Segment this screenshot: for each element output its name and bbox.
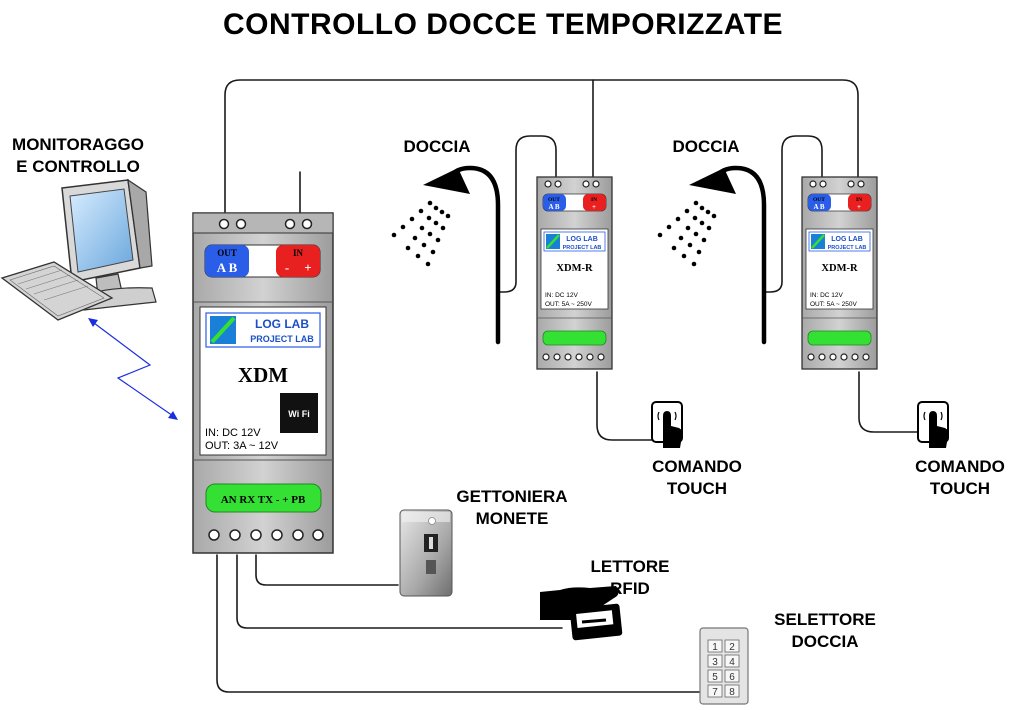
module-1-in: IN — [591, 197, 597, 203]
keypad-key-label: 6 — [729, 672, 735, 683]
monitor-label-line1: MONITORAGGO — [12, 135, 144, 154]
selector-label-line1: SELETTORE — [774, 610, 876, 629]
module-1-out: OUT — [548, 197, 560, 203]
xdm-terminal-strip — [205, 483, 322, 513]
xdm-wifi-label: Wi Fi — [288, 409, 309, 419]
rfid-label-line1: LETTORE — [590, 557, 669, 576]
shower-label-2: DOCCIA — [672, 137, 739, 156]
module-2-in: IN — [856, 197, 862, 203]
touch-label-1-line2: TOUCH — [667, 479, 727, 498]
xdm-logo-top: LOG LAB — [255, 317, 309, 331]
keypad-key — [707, 669, 723, 683]
module-2-name: XDM-R — [821, 263, 858, 274]
monitor-label-line2: E CONTROLLO — [16, 157, 140, 176]
keypad-key — [724, 639, 740, 653]
wifi-link-arrow-top — [88, 318, 98, 327]
module-1-ab: A B — [548, 203, 559, 211]
touch-label-2-line2: TOUCH — [930, 479, 990, 498]
coin-acceptor-icon — [399, 509, 453, 597]
coin-label-line2: MONETE — [476, 509, 549, 528]
module-2-out: OUT — [813, 197, 825, 203]
xdm-minus-label: - — [285, 260, 289, 275]
module-1-name: XDM-R — [556, 263, 593, 274]
keypad-key-label: 3 — [712, 657, 718, 668]
keypad-key-label: 2 — [729, 642, 735, 653]
keypad-key — [707, 654, 723, 668]
keypad-key — [724, 684, 740, 698]
rfid-card-hand-icon — [540, 586, 623, 641]
touch-label-2-line1: COMANDO — [915, 457, 1005, 476]
wifi-link-arrow-bottom — [168, 411, 178, 420]
coin-label-line1: GETTONIERA — [456, 487, 567, 506]
module-2-ab: A B — [813, 203, 824, 211]
shower-head-icon-1 — [391, 165, 501, 345]
xdm-spec-out: OUT: 3A ~ 12V — [205, 440, 279, 452]
keypad-key-label: 4 — [729, 657, 735, 668]
xdm-r-module-1: OUT A B IN + LOG LAB PROJECT LAB XDM-R I… — [536, 176, 613, 370]
xdm-r-module-2: OUT A B IN + LOG LAB PROJECT LAB XDM-R I… — [801, 176, 878, 370]
diagram-title: CONTROLLO DOCCE TEMPORIZZATE — [223, 8, 783, 41]
rfid-label-line2: RFID — [610, 579, 650, 598]
shower-label-1: DOCCIA — [403, 137, 470, 156]
wiring — [216, 79, 919, 693]
xdm-out-label: OUT — [217, 248, 237, 258]
xdm-spec-in: IN: DC 12V — [205, 427, 261, 439]
keypad-key-label: 1 — [712, 642, 718, 653]
selector-label-line2: DOCCIA — [791, 632, 858, 651]
keypad-key — [707, 639, 723, 653]
xdm-module: OUT A B IN - + LOG LAB PROJECT LAB XDM W… — [192, 212, 334, 554]
wifi-link — [89, 319, 177, 419]
shower-head-icon-2 — [657, 165, 767, 345]
keypad-key — [724, 654, 740, 668]
module-1-pm: + — [592, 203, 596, 211]
xdm-wifi-badge — [280, 393, 318, 433]
xdm-in-label: IN — [293, 248, 304, 258]
module-1-logo-bottom: PROJECT LAB — [563, 245, 602, 251]
module-2-logo-top: LOG LAB — [831, 236, 863, 243]
module-2-pm: + — [857, 203, 861, 211]
module-1-spec-out: OUT: 5A ~ 250V — [545, 301, 592, 308]
xdm-terminal-labels: AN RX TX - + PB — [221, 494, 306, 506]
touch-label-1-line1: COMANDO — [652, 457, 742, 476]
module-2-spec-out: OUT: 5A ~ 250V — [810, 301, 857, 308]
module-1-logo-top: LOG LAB — [566, 236, 598, 243]
keypad-key-label: 5 — [712, 672, 718, 683]
computer-icon — [0, 178, 157, 321]
keypad-key-label: 7 — [712, 687, 718, 698]
touch-button-icon-2 — [917, 401, 949, 448]
keypad-key — [724, 669, 740, 683]
module-2-spec-in: IN: DC 12V — [810, 292, 844, 299]
module-1-spec-in: IN: DC 12V — [545, 292, 579, 299]
xdm-plus-label: + — [304, 260, 311, 275]
keypad-key — [707, 684, 723, 698]
keypad-key-label: 8 — [729, 687, 735, 698]
xdm-logo-bottom: PROJECT LAB — [250, 334, 314, 344]
xdm-name: XDM — [238, 363, 288, 387]
touch-button-icon-1 — [651, 401, 683, 448]
xdm-ab-label: A B — [217, 260, 238, 275]
module-2-logo-bottom: PROJECT LAB — [828, 245, 867, 251]
